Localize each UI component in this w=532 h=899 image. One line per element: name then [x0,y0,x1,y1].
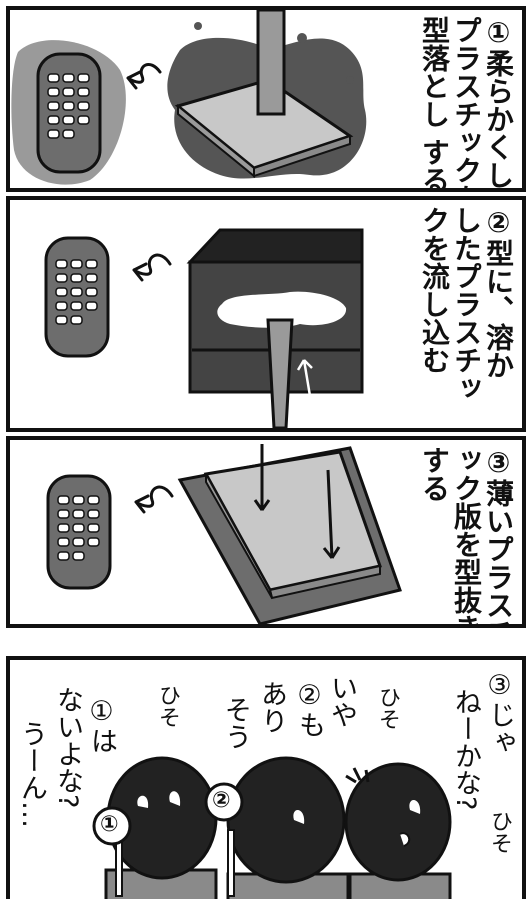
whisper-6: あり [256,680,287,734]
remote-control-icon [44,236,110,358]
paddle-2-label: ② [212,788,231,813]
whisper-7: そう [220,696,251,750]
whisper-9: ①は [86,696,117,754]
person-1 [104,756,218,899]
injection-nozzle [266,318,294,428]
person-3 [344,762,452,899]
down-arrow-icon-2 [322,469,341,559]
whisper-8: ひそ [375,686,400,730]
panel-2-caption: ②型に、溶か したプラスチッ クを流し込む [418,206,515,402]
whisper-5: ②も [294,680,325,738]
panel-2-illustration [44,228,364,428]
panel-4: ③じゃ ねーかな? ひそ いや ②も あり そう ひそ ①は ないよな? うーん… [6,656,526,899]
whisper-2: ねーかな? [450,688,481,811]
caption-line-3: 型落とし する [418,16,451,192]
person-2 [226,756,350,899]
caption-line-2: したプラスチッ [450,206,483,402]
caption-line-3: クを流し込む [418,206,451,374]
panel-2: ②型に、溶か したプラスチッ クを流し込む [6,196,526,432]
panel-3-caption: ③薄いプラスチ ック版を型抜き する [418,446,515,628]
panel-3-illustration [46,444,402,624]
press-pole [256,10,286,116]
whisper-10: ないよな? [52,686,83,809]
panel-1-illustration [11,10,367,185]
caption-line-2: ック版を型抜き [450,446,483,628]
squiggle-arrow-icon [132,253,172,282]
panel-4-illustration [92,756,452,899]
molten-plastic [217,291,347,328]
squiggle-arrow-icon [134,485,174,514]
up-arrow-icon [296,359,313,397]
caption-line-1: ②型に、溶か [482,206,515,379]
caption-line-2: プラスチックを [450,16,483,192]
squiggle-arrow-icon [126,62,162,90]
caption-line-3: する [418,446,451,502]
caption-line-1: ①柔らかくした [482,16,515,192]
remote-control-icon [36,52,102,174]
paddle-1 [92,806,132,897]
whisper-12: ひそ [155,684,180,728]
panel-1: ①柔らかくした プラスチックを 型落とし する [6,6,526,192]
panel-3: ③薄いプラスチ ック版を型抜き する [6,436,526,628]
remote-control-icon [46,474,112,590]
whisper-3: ひそ [487,810,512,854]
paddle-2 [204,782,244,897]
whisper-11: うーん… [16,720,47,828]
down-arrow-icon-1 [253,444,271,511]
caption-line-1: ③薄いプラスチ [482,446,515,628]
panel-1-caption: ①柔らかくした プラスチックを 型落とし する [418,16,515,192]
whisper-4: いや [326,674,357,728]
mold-box-top [186,228,364,264]
paddle-1-label: ① [100,812,119,837]
whisper-1: ③じゃ [484,670,515,755]
